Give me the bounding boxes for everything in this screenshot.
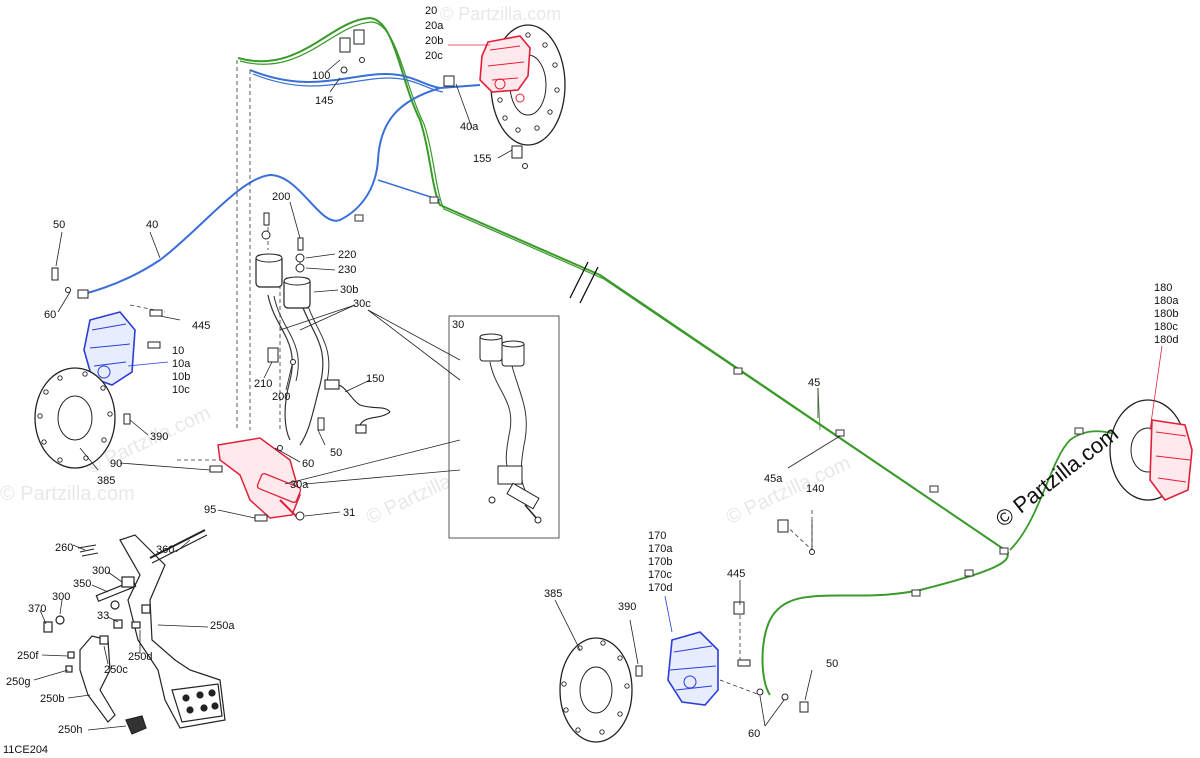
watermarks: © Partzilla.com © Partzilla.com © Partzi…	[0, 4, 854, 529]
callout-250h: 250h	[58, 724, 82, 736]
master-cylinder-assembly	[217, 253, 330, 521]
callout-210: 210	[254, 378, 272, 390]
diagram-code: 11CE204	[3, 744, 48, 756]
callout-60-mid: 60	[302, 458, 314, 470]
brake-line-40-dup	[252, 73, 444, 93]
callout-10c: 10c	[172, 384, 190, 396]
callout-180b: 180b	[1154, 308, 1178, 320]
callout-145: 145	[315, 95, 333, 107]
callout-150: 150	[366, 373, 384, 385]
callout-350: 350	[73, 578, 91, 590]
callout-33: 33	[97, 610, 109, 622]
callout-20b: 20b	[425, 35, 443, 47]
callout-40a: 40a	[460, 121, 479, 133]
callout-170a: 170a	[648, 543, 673, 555]
callout-45: 45	[808, 377, 820, 389]
callout-170b: 170b	[648, 556, 672, 568]
brake-light-switch	[324, 379, 391, 434]
callout-50: 50	[53, 219, 65, 231]
callout-20c: 20c	[425, 50, 443, 62]
callout-30a: 30a	[290, 479, 309, 491]
callout-250g: 250g	[6, 676, 30, 688]
callout-20: 20	[425, 5, 437, 17]
callout-180c: 180c	[1154, 321, 1178, 333]
watermark-text: © Partzilla.com	[0, 483, 135, 505]
callout-300: 300	[92, 565, 110, 577]
callout-31: 31	[343, 507, 355, 519]
callout-230: 230	[338, 264, 356, 276]
callout-445-lower: 445	[727, 568, 745, 580]
brake-disc	[34, 367, 116, 469]
leader-lines	[33, 44, 1163, 731]
rear-right-brake-assembly	[1109, 399, 1193, 501]
brake-pedal-assembly	[43, 529, 226, 735]
callout-390: 390	[150, 431, 168, 443]
brake-line-40	[79, 69, 481, 296]
callout-50-mid: 50	[330, 447, 342, 459]
callout-20a: 20a	[425, 20, 444, 32]
rear-left-brake-assembly	[559, 631, 719, 743]
brake-pedal	[119, 534, 226, 729]
callout-180a: 180a	[1154, 295, 1179, 307]
callout-445: 445	[192, 320, 210, 332]
callout-385: 385	[97, 475, 115, 487]
part-callouts: 20 20a 20b 20c 100 145 40a 155 50 40 60 …	[6, 5, 1179, 740]
brake-line-45	[237, 16, 1009, 696]
callout-250f: 250f	[17, 650, 39, 662]
callout-170d: 170d	[648, 582, 672, 594]
callout-250a: 250a	[210, 620, 235, 632]
copyright-text: © Partzilla.com	[991, 421, 1123, 532]
callout-250d: 250d	[128, 651, 152, 663]
callout-30c: 30c	[353, 298, 371, 310]
line-clips	[354, 196, 1084, 597]
callout-385-lower: 385	[544, 588, 562, 600]
callout-200-lower: 200	[272, 391, 290, 403]
callout-220: 220	[338, 249, 356, 261]
caliper	[83, 311, 136, 386]
callout-390-lower: 390	[618, 601, 636, 613]
throttle-pedal	[79, 635, 116, 723]
front-right-brake-assembly	[479, 24, 566, 146]
brake-disc	[559, 637, 633, 743]
callout-140: 140	[806, 483, 824, 495]
callout-60: 60	[44, 309, 56, 321]
callout-90: 90	[110, 458, 122, 470]
line-break-marker	[569, 261, 599, 304]
callout-170c: 170c	[648, 569, 672, 581]
master-cylinder	[217, 437, 301, 519]
callout-300-lower: 300	[52, 591, 70, 603]
callout-200: 200	[272, 191, 290, 203]
callout-50-lower: 50	[826, 658, 838, 670]
detail-box-label: 30	[452, 319, 464, 331]
callout-95: 95	[204, 504, 216, 516]
watermark-text: © Partzilla.com	[440, 4, 561, 24]
callout-180: 180	[1154, 282, 1172, 294]
callout-45a: 45a	[764, 473, 783, 485]
watermark-text: © Partzilla.com	[723, 452, 854, 529]
callout-60-lower: 60	[748, 728, 760, 740]
callout-100: 100	[312, 70, 330, 82]
detail-box-30: 30	[448, 315, 560, 539]
callout-10b: 10b	[172, 371, 190, 383]
callout-370: 370	[28, 603, 46, 615]
callout-250b: 250b	[40, 693, 64, 705]
front-left-brake-assembly	[34, 311, 136, 469]
caliper	[1149, 419, 1193, 501]
callout-10a: 10a	[172, 358, 191, 370]
callout-170: 170	[648, 530, 666, 542]
callout-360: 360	[156, 544, 174, 556]
callout-10: 10	[172, 345, 184, 357]
callout-260: 260	[55, 542, 73, 554]
hardware-fasteners	[51, 29, 815, 713]
callout-250c: 250c	[104, 664, 128, 676]
callout-40: 40	[146, 219, 158, 231]
callout-180d: 180d	[1154, 334, 1178, 346]
callout-30b: 30b	[340, 284, 358, 296]
brake-line-45-dup	[239, 21, 1010, 554]
callout-155: 155	[473, 153, 491, 165]
